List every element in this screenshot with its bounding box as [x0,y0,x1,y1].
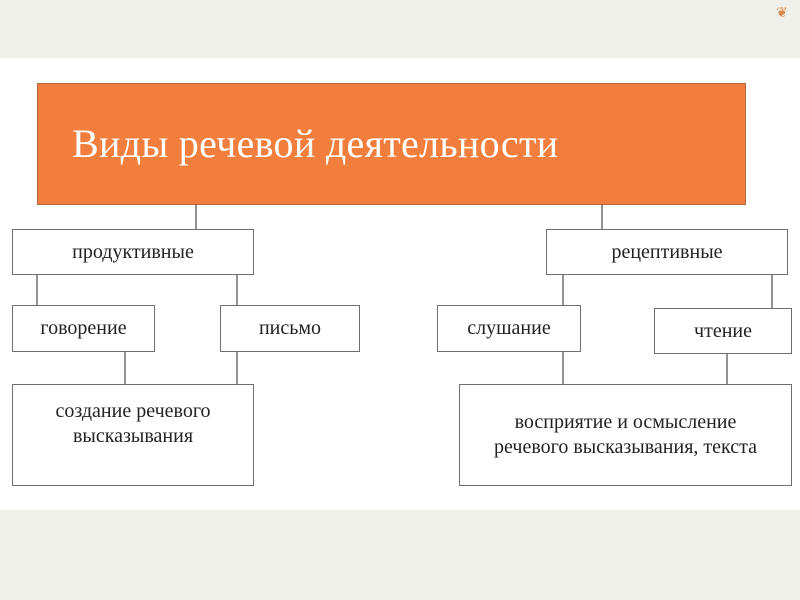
activity-speaking: говорение [12,305,155,352]
result-productive: создание речевого высказывания [12,384,254,486]
category-receptive: рецептивные [546,229,788,275]
activity-speaking-label: говорение [40,317,127,339]
activity-reading: чтение [654,308,792,354]
category-productive: продуктивные [12,229,254,275]
result-receptive: восприятие и осмысление речевого высказы… [459,384,792,486]
result-productive-text: создание речевого высказывания [55,400,211,447]
activity-writing: письмо [220,305,360,352]
diagram-title-text: Виды речевой деятельности [72,121,559,166]
bottom-band [0,510,800,600]
diagram-title: Виды речевой деятельности [37,83,746,205]
category-receptive-label: рецептивные [611,240,723,263]
ornament-icon: ❦ [776,6,788,21]
top-band: ❦ [0,0,800,58]
category-productive-label: продуктивные [72,240,194,263]
result-receptive-text: восприятие и осмысление речевого высказы… [494,411,757,458]
activity-reading-label: чтение [694,319,752,342]
activity-listening-label: слушание [467,317,551,339]
activity-listening: слушание [437,305,581,352]
activity-writing-label: письмо [258,317,322,339]
